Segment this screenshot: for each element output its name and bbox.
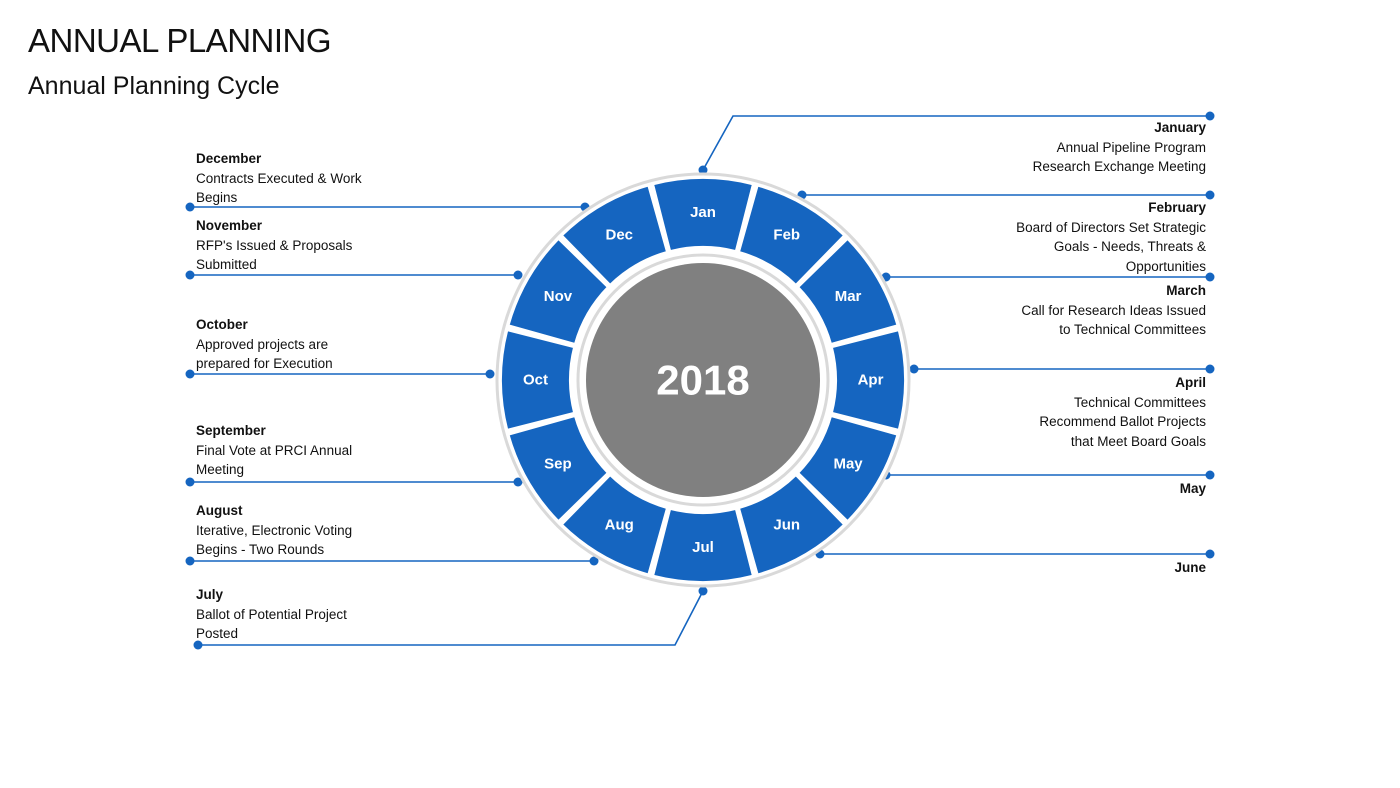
month-segment-dec [560, 184, 669, 287]
month-note-title: January [1154, 120, 1206, 135]
month-note-line: Goals - Needs, Threats & [1053, 239, 1206, 254]
page-subtitle: Annual Planning Cycle [28, 72, 280, 100]
month-note-title: November [196, 218, 263, 233]
month-note-title: March [1166, 283, 1206, 298]
month-note-line: Iterative, Electronic Voting [196, 522, 353, 538]
month-note-line: Contracts Executed & Work [196, 170, 362, 186]
month-note-line: Begins - Two Rounds [196, 542, 325, 557]
connector-dot [513, 477, 523, 487]
month-note-title: May [1179, 481, 1206, 496]
month-note-line: Technical Committees [1073, 394, 1206, 410]
month-segment-label: Feb [773, 226, 800, 243]
month-note-title: October [196, 317, 248, 332]
connector-dot [185, 369, 195, 379]
month-note-line: Call for Research Ideas Issued [1021, 302, 1206, 318]
page-title: ANNUAL PLANNING [28, 22, 332, 59]
connector-dot [485, 369, 495, 379]
connector-dot [1205, 272, 1215, 282]
month-segment-oct [500, 328, 576, 432]
month-segment-jul [651, 507, 755, 583]
connector-dot [193, 640, 203, 650]
connector-dot [698, 165, 708, 175]
connector-dot [698, 586, 708, 596]
month-segment-label: Jul [692, 539, 714, 556]
month-segment-label: Aug [605, 517, 634, 534]
connector-dot [909, 364, 919, 374]
center-disc [586, 263, 820, 497]
month-segment-nov [507, 237, 610, 346]
connector-dot [185, 270, 195, 280]
month-segment-jan [651, 177, 755, 253]
month-note-line: Research Exchange Meeting [1032, 159, 1206, 174]
month-segment-jun [737, 473, 846, 576]
connector-dot [1205, 364, 1215, 374]
connector-jan [702, 115, 1210, 171]
month-segment-apr [830, 328, 906, 432]
connector-dot [185, 202, 195, 212]
connector-dot [1205, 190, 1215, 200]
month-note-line: RFP's Issued & Proposals [196, 237, 353, 253]
month-segment-label: Mar [835, 288, 862, 305]
connector-dot [1205, 549, 1215, 559]
month-segment-label: Dec [605, 226, 633, 243]
connector-jul [198, 590, 704, 646]
month-note-title: December [196, 151, 262, 166]
month-segment-label: May [833, 455, 863, 472]
month-segment-label: Nov [544, 288, 573, 305]
month-segment-label: Jan [690, 204, 716, 221]
month-segment-may [796, 414, 899, 523]
connector-dot [589, 556, 599, 566]
month-note-line: Approved projects are [196, 336, 329, 352]
month-note-line: Board of Directors Set Strategic [1016, 219, 1206, 235]
month-note-line: to Technical Committees [1059, 322, 1206, 337]
month-note-title: April [1175, 375, 1206, 390]
month-segment-mar [796, 237, 899, 346]
month-note-line: Begins [196, 190, 238, 205]
month-note-line: Recommend Ballot Projects [1039, 414, 1206, 429]
month-note-line: Final Vote at PRCI Annual [196, 442, 353, 458]
connector-dot [185, 477, 195, 487]
month-note-line: Submitted [196, 257, 257, 272]
connector-dot [513, 270, 523, 280]
connector-dot [1205, 470, 1215, 480]
connector-dot [185, 556, 195, 566]
month-segment-label: Jun [773, 517, 800, 534]
connector-dot [1205, 111, 1215, 121]
month-note-title: June [1174, 560, 1206, 575]
month-note-line: Opportunities [1125, 258, 1206, 274]
month-segment-label: Oct [523, 372, 548, 389]
month-segment-feb [737, 184, 846, 287]
month-segment-sep [507, 414, 610, 523]
month-note-line: prepared for Execution [196, 356, 333, 371]
month-note-title: July [196, 587, 224, 602]
month-note-may: May [1016, 479, 1206, 499]
month-note-title: September [196, 423, 266, 438]
month-note-line: Annual Pipeline Program [1056, 139, 1206, 155]
month-segment-label: Apr [858, 372, 884, 389]
month-note-line: Posted [196, 626, 239, 641]
month-segment-aug [560, 473, 669, 576]
month-segment-label: Sep [544, 455, 572, 472]
center-year: 2018 [656, 357, 749, 404]
month-note-line: Ballot of Potential Project [196, 606, 347, 622]
month-note-title: February [1148, 200, 1206, 215]
month-note-title: August [196, 503, 243, 518]
month-note-line: that Meet Board Goals [1070, 433, 1206, 449]
month-note-jun: June [1016, 558, 1206, 578]
month-note-line: Meeting [196, 462, 245, 477]
